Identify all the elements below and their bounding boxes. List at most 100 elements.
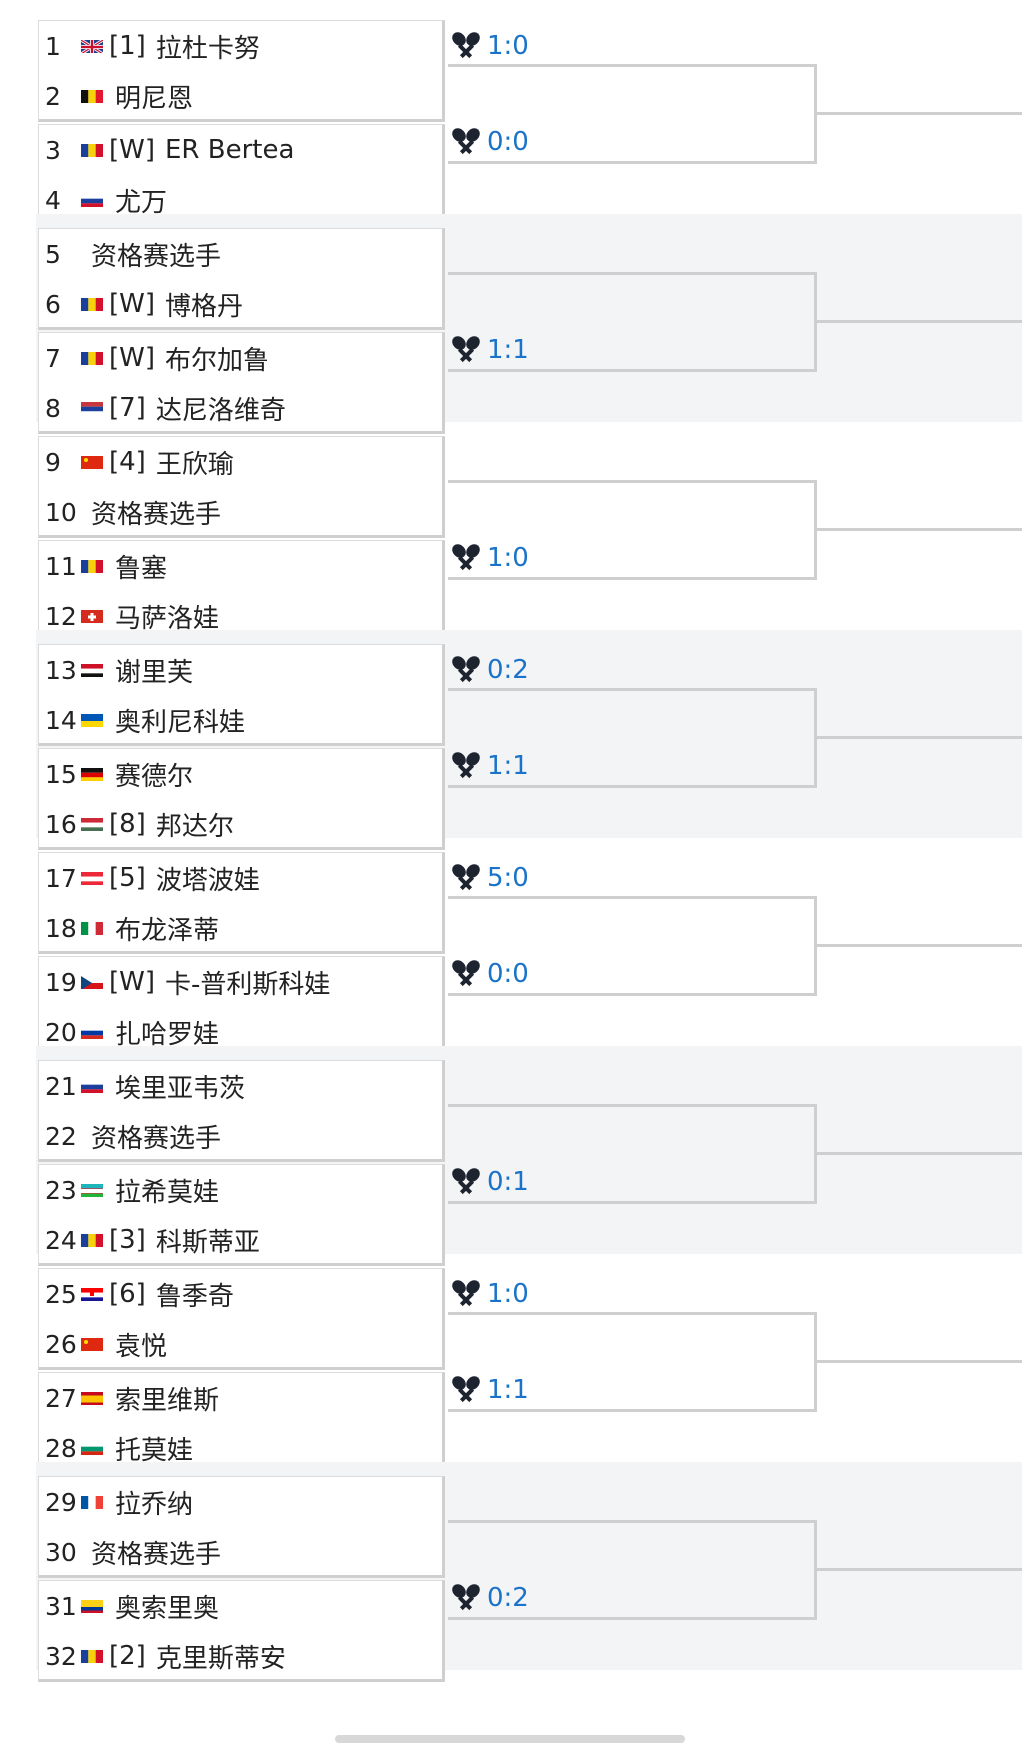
h2h-score[interactable]: 5:0 bbox=[451, 862, 529, 894]
player-row[interactable]: 8[7]达尼洛维奇 bbox=[39, 383, 443, 433]
draw-position: 7 bbox=[45, 343, 61, 373]
h2h-score[interactable]: 0:2 bbox=[451, 1582, 529, 1614]
h2h-score[interactable]: 0:0 bbox=[451, 126, 529, 158]
player-row[interactable]: 24[3]科斯蒂亚 bbox=[39, 1215, 443, 1265]
next-round-line bbox=[817, 944, 1022, 947]
rou-flag-icon bbox=[81, 297, 103, 311]
rou-flag-icon bbox=[81, 351, 103, 365]
rou-flag-icon bbox=[81, 559, 103, 573]
h2h-score[interactable]: 0:2 bbox=[451, 654, 529, 686]
player-row[interactable]: 9[4]王欣瑜 bbox=[39, 437, 443, 487]
player-name: 拉乔纳 bbox=[115, 1489, 194, 1520]
player-row[interactable]: 1[1]拉杜卡努 bbox=[39, 21, 443, 71]
player-name: 资格赛选手 bbox=[91, 1539, 222, 1570]
h2h-score[interactable]: 1:1 bbox=[451, 750, 529, 782]
fra-flag-icon bbox=[81, 1495, 103, 1509]
draw-position: 21 bbox=[45, 1071, 77, 1101]
crossed-rackets-icon bbox=[451, 1279, 481, 1309]
round2-connector bbox=[448, 64, 817, 164]
draw-position: 32 bbox=[45, 1641, 77, 1671]
player-row[interactable]: 3[W]ER Bertea bbox=[39, 125, 443, 175]
draw-position: 31 bbox=[45, 1591, 77, 1621]
seed-label: [8] bbox=[109, 809, 146, 839]
h2h-score[interactable]: 1:0 bbox=[451, 1278, 529, 1310]
player-name: 马萨洛娃 bbox=[115, 603, 220, 634]
draw-position: 27 bbox=[45, 1383, 77, 1413]
home-indicator[interactable] bbox=[335, 1735, 685, 1743]
rou-flag-icon bbox=[81, 143, 103, 157]
player-name: 扎哈罗娃 bbox=[115, 1019, 220, 1050]
player-row[interactable]: 25[6]鲁季奇 bbox=[39, 1269, 443, 1319]
player-name: 资格赛选手 bbox=[91, 1123, 222, 1154]
rus-flag-icon bbox=[81, 1025, 103, 1039]
svn-flag-icon bbox=[81, 193, 103, 207]
h2h-score[interactable]: 0:0 bbox=[451, 958, 529, 990]
player-row[interactable]: 16[8]邦达尔 bbox=[39, 799, 443, 849]
player-row[interactable]: 32[2]克里斯蒂安 bbox=[39, 1631, 443, 1681]
h2h-record: 0:2 bbox=[487, 1583, 529, 1613]
player-name: 克里斯蒂安 bbox=[155, 1643, 286, 1674]
player-row[interactable]: 6[W]博格丹 bbox=[39, 279, 443, 329]
seed-label: [4] bbox=[109, 447, 146, 477]
player-name: 科斯蒂亚 bbox=[155, 1227, 260, 1258]
draw-position: 10 bbox=[45, 497, 77, 527]
next-round-line bbox=[817, 1568, 1022, 1571]
h2h-score[interactable]: 0:1 bbox=[451, 1166, 529, 1198]
draw-position: 5 bbox=[45, 239, 61, 269]
esp-flag-icon bbox=[81, 1391, 103, 1405]
seed-label: [6] bbox=[109, 1279, 146, 1309]
player-name: 埃里亚韦茨 bbox=[115, 1073, 246, 1104]
h2h-score[interactable]: 1:1 bbox=[451, 334, 529, 366]
player-name: 鲁塞 bbox=[115, 553, 168, 584]
crossed-rackets-icon bbox=[451, 31, 481, 61]
crossed-rackets-icon bbox=[451, 863, 481, 893]
player-name: 达尼洛维奇 bbox=[155, 395, 286, 426]
player-row[interactable]: 7[W]布尔加鲁 bbox=[39, 333, 443, 383]
player-row[interactable]: 17[5]波塔波娃 bbox=[39, 853, 443, 903]
player-row[interactable]: 19[W]卡-普利斯科娃 bbox=[39, 957, 443, 1007]
next-round-line bbox=[817, 528, 1022, 531]
h2h-score[interactable]: 1:0 bbox=[451, 542, 529, 574]
draw-position: 1 bbox=[45, 31, 61, 61]
h2h-record: 1:0 bbox=[487, 1279, 529, 1309]
player-row[interactable]: 21 埃里亚韦茨 bbox=[39, 1061, 443, 1111]
h2h-score[interactable]: 1:0 bbox=[451, 30, 529, 62]
player-name: 博格丹 bbox=[165, 291, 244, 322]
h2h-score[interactable]: 1:1 bbox=[451, 1374, 529, 1406]
